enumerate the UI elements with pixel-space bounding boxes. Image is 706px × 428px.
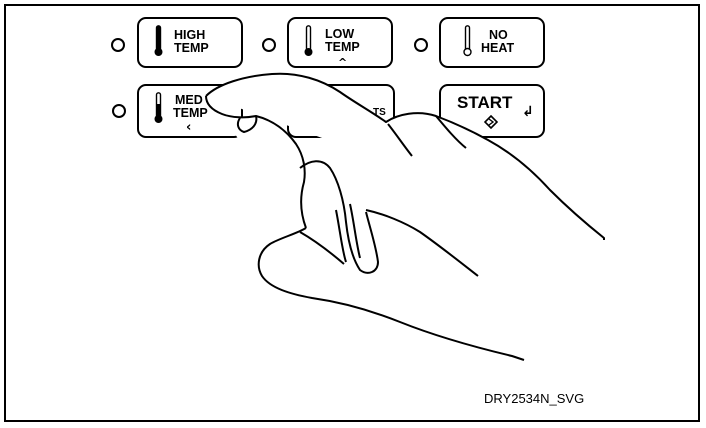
figure-caption: DRY2534N_SVG	[484, 391, 584, 406]
